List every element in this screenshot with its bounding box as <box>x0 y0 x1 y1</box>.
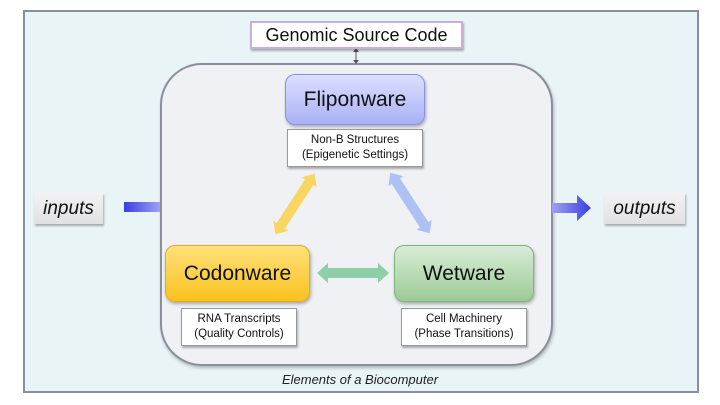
codonware-sublabel: RNA Transcripts (Quality Controls) <box>181 308 297 346</box>
wetware-sublabel: Cell Machinery (Phase Transitions) <box>401 308 527 346</box>
source-connector-arrow <box>353 48 359 64</box>
genomic-source-code-box: Genomic Source Code <box>250 21 463 49</box>
codon-wet-arrow <box>317 263 389 283</box>
codonware-sublabel-line2: (Quality Controls) <box>194 328 284 340</box>
outputs-arrow <box>552 195 591 221</box>
flip-wet-arrow <box>388 172 432 234</box>
outputs-label: outputs <box>604 193 685 224</box>
inputs-label: inputs <box>34 193 103 224</box>
wetware-node: Wetware <box>394 245 534 302</box>
fliponware-node: Fliponware <box>285 74 425 125</box>
codonware-node: Codonware <box>165 245 310 302</box>
fliponware-sublabel-line2: (Epigenetic Settings) <box>301 149 409 161</box>
inputs-arrow <box>124 202 160 212</box>
fliponware-sublabel-line1: Non-B Structures <box>310 134 400 146</box>
diagram-caption: Elements of a Biocomputer <box>281 372 439 387</box>
wetware-sublabel-line1: Cell Machinery <box>425 313 503 325</box>
codon-flip-arrow <box>273 173 317 235</box>
fliponware-sublabel: Non-B Structures (Epigenetic Settings) <box>287 129 423 167</box>
wetware-sublabel-line2: (Phase Transitions) <box>414 328 514 340</box>
codonware-sublabel-line1: RNA Transcripts <box>197 313 281 325</box>
